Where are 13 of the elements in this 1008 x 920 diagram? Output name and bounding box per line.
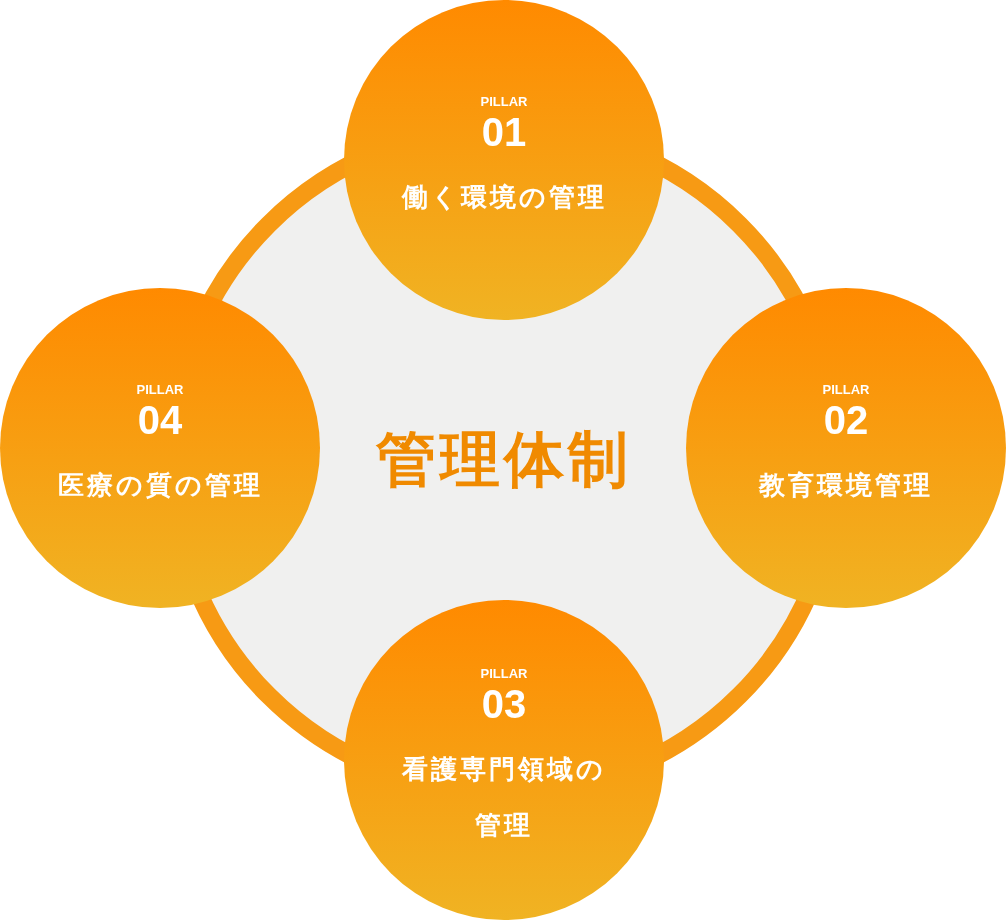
pillar-title: 教育環境管理	[759, 470, 933, 502]
center-title: 管理体制	[376, 425, 632, 495]
pillar-label: PILLAR	[480, 94, 528, 110]
pillar-title: 看護専門領域の管理	[401, 754, 607, 842]
pillar-label: PILLAR	[136, 382, 184, 398]
pillar-number: 03	[481, 682, 527, 726]
pillar-number: 04	[137, 398, 183, 442]
pillar-label: PILLAR	[822, 382, 870, 398]
pillar-title: 働く環境の管理	[401, 182, 607, 214]
pillar-number: 01	[481, 110, 527, 154]
pillar-title: 医療の質の管理	[57, 470, 263, 502]
pillar-label: PILLAR	[480, 666, 528, 682]
pillar-number: 02	[823, 398, 869, 442]
